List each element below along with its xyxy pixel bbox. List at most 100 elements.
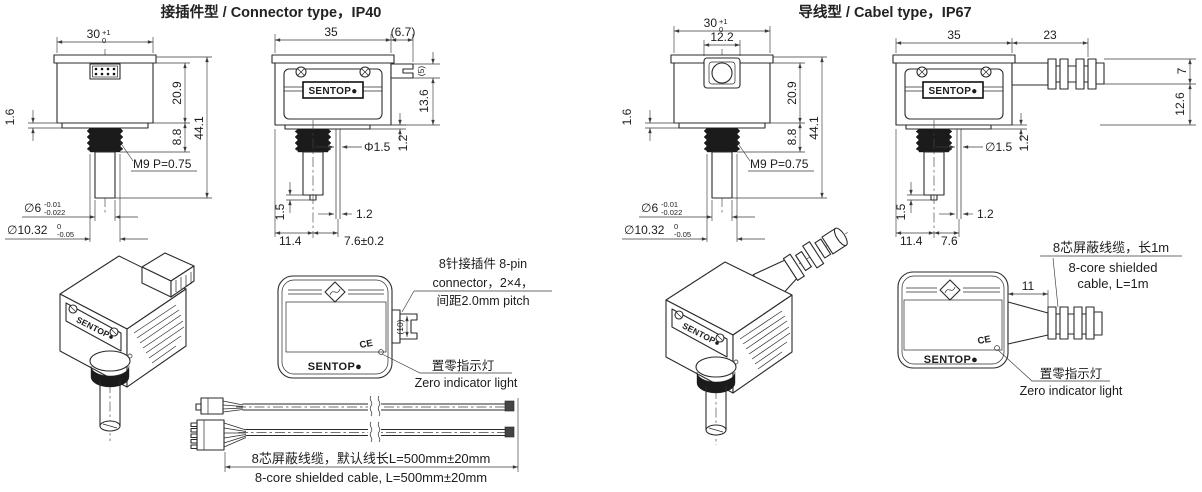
cable-note-en1: 8-core shielded xyxy=(1069,260,1158,275)
back-brand-label: SENTOP● xyxy=(924,354,978,366)
logo-s-icon xyxy=(329,288,341,296)
dim-tab-pos: 13.6 xyxy=(417,89,431,113)
thread-m9 xyxy=(703,127,741,153)
dim-bush-tol-dn: -0.05 xyxy=(674,230,691,239)
dim-total-height: 44.1 xyxy=(192,116,206,140)
dim-lip2: 1.2 xyxy=(1017,134,1031,151)
ce-mark: CE xyxy=(359,338,374,351)
cable-assemblies: 8芯屏蔽线缆，默认线长L=500mm±20mm 8-core shielded … xyxy=(190,395,519,485)
cable-side-view: SENTOP● 35 23 xyxy=(892,28,1196,248)
thread-m9 xyxy=(86,127,124,153)
dim-lip: 1.6 xyxy=(620,108,634,125)
dim-side-width: 35 xyxy=(324,25,338,39)
cable-length-note-cn: 8芯屏蔽线缆，默认线长L=500mm±20mm xyxy=(252,451,491,466)
dim-bush-dia: ∅10.32 xyxy=(624,223,665,237)
screw-left-icon xyxy=(916,66,928,78)
dim-plug-len: (10) xyxy=(395,319,405,334)
dim-tip: 1.5 xyxy=(273,203,287,220)
pin-note-line2: connector，2×4， xyxy=(432,276,533,290)
dim-bush-tol-dn: -0.05 xyxy=(57,230,74,239)
pin-socket xyxy=(89,63,121,80)
dim-pin-dia: ∅1.5 xyxy=(985,140,1012,154)
iso-screw-icon xyxy=(68,304,119,337)
zero-note-cn: 置零指示灯 xyxy=(1040,366,1103,381)
dim-width-tol-up: +1 xyxy=(719,17,728,26)
dim-width: 30 xyxy=(87,27,101,41)
back-brand-label: SENTOP● xyxy=(308,361,362,373)
zero-indicator-light xyxy=(994,345,1000,351)
cable-b xyxy=(190,419,515,451)
iso-brand-plate xyxy=(65,302,122,352)
screw-left-icon xyxy=(295,66,307,78)
brand-plate xyxy=(922,81,984,99)
brand-label: SENTOP● xyxy=(928,86,977,97)
dim-thread-length: 8.8 xyxy=(170,128,184,145)
dim-pin-pitch: 7.6±0.2 xyxy=(344,234,384,248)
dim-body-height: 20.9 xyxy=(170,81,184,105)
dim-gland-offset: 11 xyxy=(1022,279,1035,293)
zero-note-en: Zero indicator light xyxy=(1020,384,1123,398)
connector-iso-view: SENTOP● xyxy=(59,252,195,441)
dim-side-width: 35 xyxy=(947,28,961,42)
dim-probe-tol-up: -0.01 xyxy=(44,200,61,209)
socket-pins xyxy=(94,67,116,76)
iso-gland xyxy=(752,227,850,306)
cable-type-section: 导线型 / Cabel type，IP67 30 +1 0 12.2 20.9 xyxy=(620,3,1196,445)
dim-probe-offset: 11.4 xyxy=(279,234,302,248)
connector-tab xyxy=(390,63,414,79)
dim-total-height: 44.1 xyxy=(807,116,821,140)
iso-brand-plate xyxy=(671,308,728,358)
dim-lip2: 1.2 xyxy=(396,134,410,151)
brand-plate xyxy=(302,81,364,99)
gland-end xyxy=(1095,62,1105,85)
dim-pin-pitch: 7.6 xyxy=(941,234,958,248)
dim-lip: 1.6 xyxy=(3,108,17,125)
cable-note-en2: cable, L=1m xyxy=(1077,276,1148,291)
logo-s-icon xyxy=(944,286,956,294)
cable-iso-view: SENTOP● xyxy=(665,227,850,445)
dim-gland-width: 12.2 xyxy=(710,30,734,44)
thread-spec-label: M9 P=0.75 xyxy=(133,157,192,171)
dim-width-tol-dn: 0 xyxy=(719,25,723,34)
iso-vent-lines xyxy=(739,310,791,370)
dim-bush-tol-up: 0 xyxy=(674,222,678,231)
connector-section-title: 接插件型 / Connector type，IP40 xyxy=(161,3,382,21)
cable-note-cn: 8芯屏蔽线缆，长1m xyxy=(1053,240,1169,255)
dim-probe-tol-up: -0.01 xyxy=(661,200,678,209)
probe xyxy=(711,151,733,199)
dim-probe-tol-dn: -0.022 xyxy=(44,208,65,217)
pin-note-line3: 间距2.0mm pitch xyxy=(436,294,529,308)
dim-width-tol-up: +1 xyxy=(102,28,111,37)
dim-width: 30 xyxy=(704,16,718,30)
cable-length-note-en: 8-core shielded cable, L=500mm±20mm xyxy=(255,470,487,485)
dim-gland-length: 23 xyxy=(1043,28,1057,42)
dim-tab-height: (5) xyxy=(416,66,426,77)
dim-bush-dia: ∅10.32 xyxy=(7,223,48,237)
brand-label: SENTOP● xyxy=(308,86,357,97)
connector-back-view: CE SENTOP● (10) 8针接插件 8-pin connector，2×… xyxy=(277,256,552,390)
dim-pin-width: 1.2 xyxy=(977,207,994,221)
back-gland-end xyxy=(1093,311,1103,336)
dim-probe-offset: 11.4 xyxy=(900,234,923,248)
screw-right-icon xyxy=(359,66,371,78)
zero-note-cn: 置零指示灯 xyxy=(432,358,495,373)
zero-note-en: Zero indicator light xyxy=(415,376,518,390)
dim-tip: 1.5 xyxy=(894,203,908,220)
iso-vent-lines xyxy=(133,304,185,364)
cable-a-tip xyxy=(504,400,515,412)
cable-front-view: 30 +1 0 12.2 20.9 8.8 44.1 1.6 M9 P=0.75 xyxy=(620,16,827,242)
screw-right-icon xyxy=(980,66,992,78)
gland-stub xyxy=(1011,62,1049,86)
zero-indicator-light xyxy=(378,349,384,355)
dim-body-height: 20.9 xyxy=(785,81,799,105)
connector-side-view: SENTOP● 35 (6.7) (5) 13.6 xyxy=(271,25,440,248)
cable-back-view: CE SENTOP● 11 8芯屏蔽线缆，长1m 8-core shielded… xyxy=(897,240,1182,398)
dim-probe-dia: ∅6 xyxy=(641,201,658,215)
iso-screw-icon xyxy=(674,310,725,343)
cable-a xyxy=(195,395,515,417)
dim-cable-dia: 7 xyxy=(1175,67,1189,74)
pin-note-line1: 8针接插件 8-pin xyxy=(439,256,527,271)
ce-mark: CE xyxy=(977,334,992,347)
dim-tab-width: (6.7) xyxy=(391,25,416,39)
